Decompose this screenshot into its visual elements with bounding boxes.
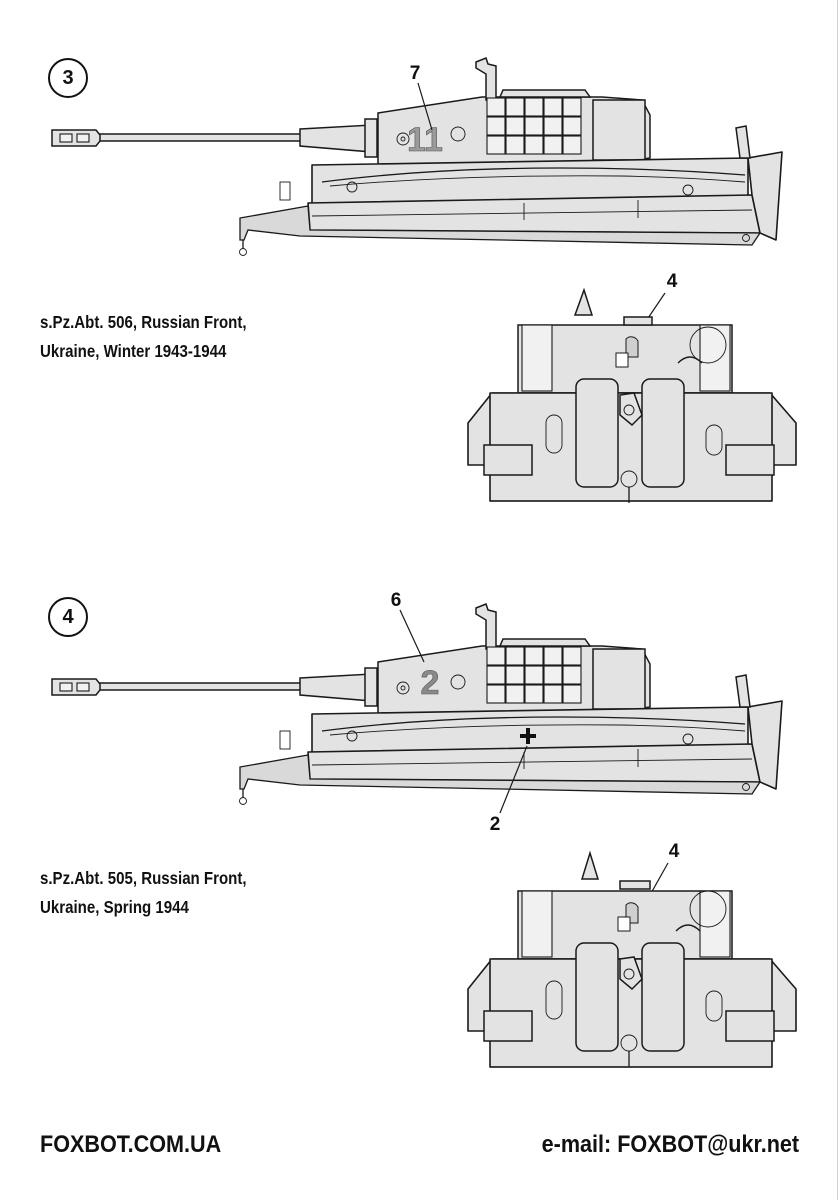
callout-line	[499, 745, 528, 814]
spare-track-links	[486, 646, 582, 704]
turret-number-decal: 11	[407, 121, 443, 159]
email-link[interactable]: e-mail: FOXBOT@ukr.net	[541, 1131, 799, 1158]
website-link[interactable]: FOXBOT.COM.UA	[40, 1131, 222, 1158]
gun-barrel	[51, 667, 378, 707]
callout-line	[399, 609, 425, 663]
caption-line-1: s.Pz.Abt. 505, Russian Front,	[40, 868, 247, 888]
spare-track-links	[486, 97, 582, 155]
callout-number: 4	[667, 271, 678, 292]
profile-number-3: 3	[48, 58, 88, 98]
callout-number: 2	[490, 814, 501, 835]
unit-emblem	[625, 336, 639, 358]
callout-number: 4	[669, 841, 680, 862]
tank-side-view-profile-3: 11 7	[51, 57, 783, 256]
callout-line	[649, 862, 669, 896]
caption-line-2: Ukraine, Winter 1943-1944	[40, 341, 227, 361]
shield-icon	[617, 916, 631, 932]
gun-barrel	[51, 118, 378, 158]
shield-icon	[615, 352, 629, 368]
profile-number-4: 4	[48, 597, 88, 637]
page-edge-line	[837, 0, 838, 1200]
callout-number: 7	[410, 63, 421, 84]
caption-line-2: Ukraine, Spring 1944	[40, 897, 189, 917]
callout-number: 6	[391, 590, 402, 611]
hull	[239, 125, 783, 256]
tank-side-view-profile-4: 2 6 2	[51, 590, 783, 835]
callout-line	[417, 82, 433, 131]
caption-line-1: s.Pz.Abt. 506, Russian Front,	[40, 312, 247, 332]
hull	[239, 674, 783, 805]
tank-rear-view-profile-4: 4	[467, 841, 797, 1068]
tank-rear-view-profile-3: 4	[467, 271, 797, 503]
turret-number-decal: 2	[421, 664, 440, 702]
balkenkreuz-decal	[520, 728, 536, 744]
